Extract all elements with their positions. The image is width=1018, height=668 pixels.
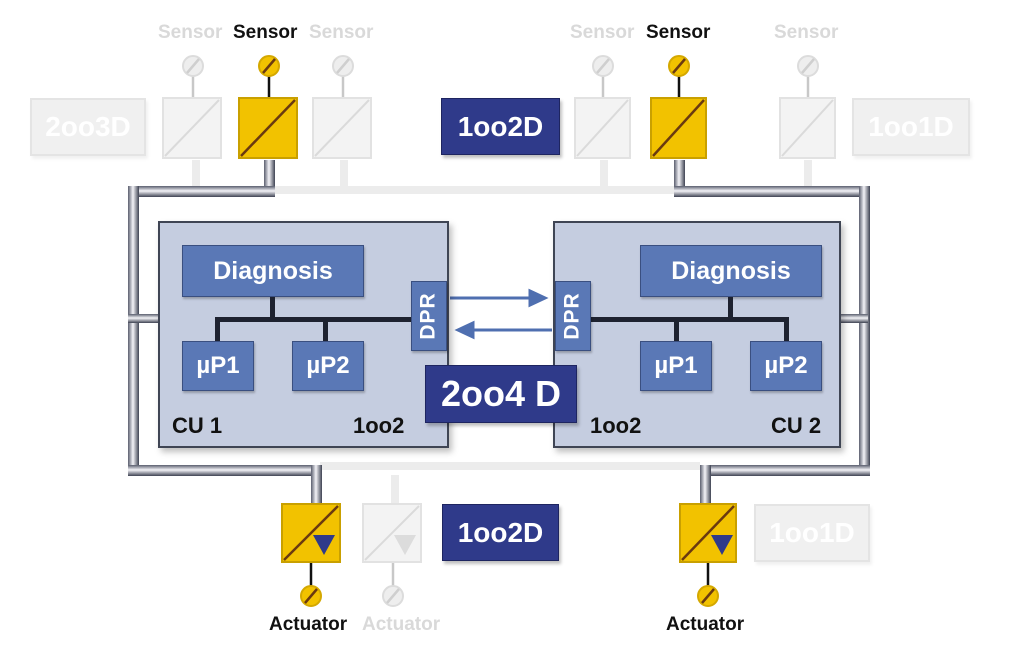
- processor-block-2: µP2: [750, 341, 822, 391]
- device-stems: [191, 75, 810, 588]
- actuator-module-faded: [362, 503, 422, 563]
- bus-line: [591, 317, 789, 322]
- terminal-icon: [332, 55, 354, 77]
- terminal-icon: [182, 55, 204, 77]
- cu-name: CU 1: [172, 413, 223, 438]
- actuator-label: Actuator: [666, 614, 745, 635]
- cu-mode: 1oo2: [590, 413, 642, 438]
- dpr-block: DPR: [411, 281, 447, 351]
- sensor-module-faded: [162, 97, 222, 159]
- sensor-label: Sensor: [774, 22, 839, 43]
- sensor-module-active: [650, 97, 707, 159]
- diagnosis-block: Diagnosis: [182, 245, 364, 297]
- arrow-right-icon: [528, 288, 549, 308]
- actuator-label: Actuator: [269, 614, 348, 635]
- mode-box-1oo1d: 1oo1D: [852, 98, 970, 156]
- control-unit-2: Diagnosis µP1 µP2 DPR 1oo2 CU 2: [553, 221, 841, 448]
- bus-line: [270, 297, 275, 319]
- actuator-module-active: [281, 503, 341, 563]
- mode-box-1oo1d-bottom: 1oo1D: [754, 504, 870, 562]
- terminal-icon: [797, 55, 819, 77]
- terminal-icon: [592, 55, 614, 77]
- processor-block-2: µP2: [292, 341, 364, 391]
- bus-line: [323, 317, 328, 343]
- terminal-icon: [300, 585, 322, 607]
- sensor-label: Sensor: [233, 22, 298, 43]
- sensor-module-faded: [779, 97, 836, 159]
- bus-line: [674, 317, 679, 343]
- sensor-label: Sensor: [309, 22, 374, 43]
- control-unit-1: Diagnosis µP1 µP2 DPR CU 1 1oo2: [158, 221, 449, 448]
- terminal-icon: [697, 585, 719, 607]
- output-triangle-icon: [711, 535, 733, 555]
- arrow-left-icon: [454, 320, 475, 340]
- actuator-modules: [281, 503, 737, 563]
- terminal-icon: [668, 55, 690, 77]
- processor-block-1: µP1: [640, 341, 712, 391]
- output-triangle-icon: [394, 535, 416, 555]
- dpr-label: DPR: [561, 292, 584, 340]
- sensor-module-faded: [574, 97, 631, 159]
- dpr-block: DPR: [555, 281, 591, 351]
- sensor-label: Sensor: [158, 22, 223, 43]
- terminals: [182, 55, 819, 607]
- sensor-label: Sensor: [646, 22, 711, 43]
- actuator-module-active: [679, 503, 737, 563]
- sensor-label: Sensor: [570, 22, 635, 43]
- sensor-modules: [162, 97, 836, 159]
- dpr-label: DPR: [417, 292, 440, 340]
- bus-line: [728, 297, 733, 319]
- redundant-bus-pipe: [128, 160, 870, 505]
- terminal-icon: [258, 55, 280, 77]
- cu-mode: 1oo2: [353, 413, 405, 438]
- processor-block-1: µP1: [182, 341, 254, 391]
- sensor-module-active: [238, 97, 298, 159]
- dpr-link-arrows: [450, 288, 552, 340]
- diagnosis-block: Diagnosis: [640, 245, 822, 297]
- mode-box-2oo3d: 2oo3D: [30, 98, 146, 156]
- bus-line: [215, 317, 220, 343]
- bus-line: [215, 317, 415, 322]
- terminal-icon: [382, 585, 404, 607]
- mode-box-1oo2d: 1oo2D: [441, 98, 560, 155]
- output-triangle-icon: [313, 535, 335, 555]
- mode-box-1oo2d-bottom: 1oo2D: [442, 504, 559, 561]
- sensor-module-faded: [312, 97, 372, 159]
- mode-box-2oo4d: 2oo4 D: [425, 365, 577, 423]
- actuator-label: Actuator: [362, 614, 441, 635]
- bus-line: [784, 317, 789, 343]
- cu-name: CU 2: [771, 413, 822, 438]
